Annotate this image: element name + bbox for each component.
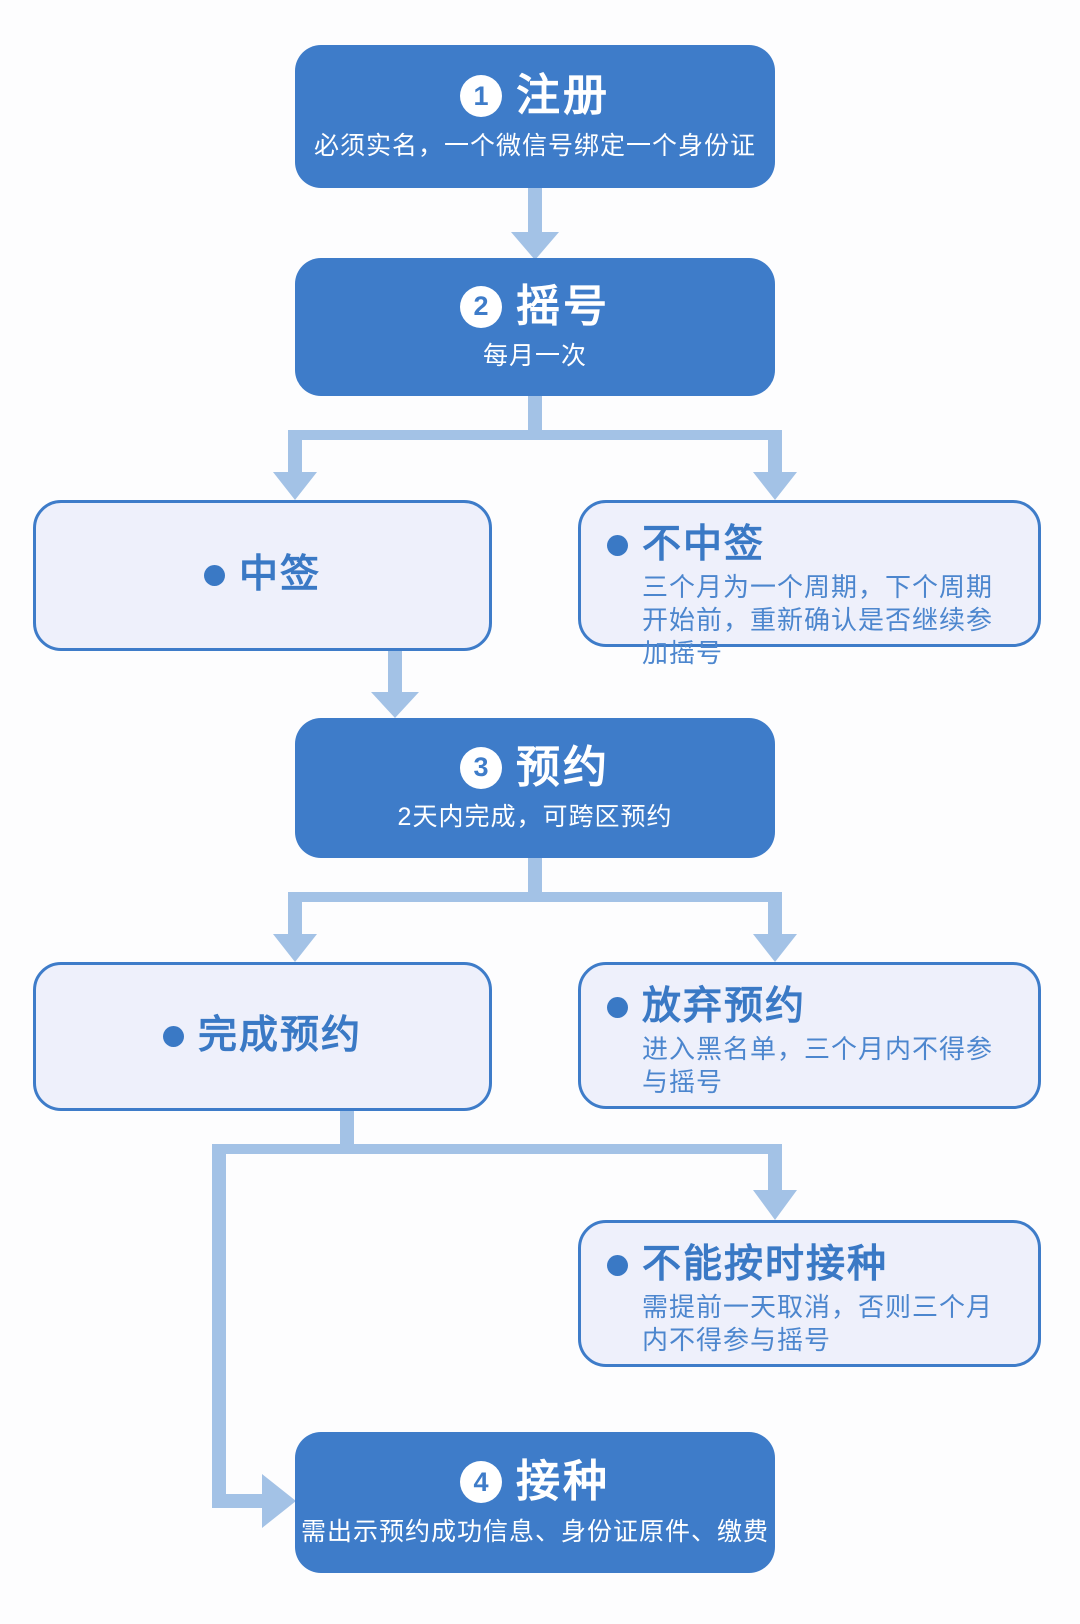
outcome-win-title-row: 中签 (203, 553, 321, 598)
outcome-lose-title: 不中签 (642, 523, 766, 566)
bullet-icon (607, 1254, 628, 1276)
step-3-appointment: 3 预约 2天内完成，可跨区预约 (295, 718, 775, 858)
step-4-number: 4 (473, 1466, 489, 1497)
step-2-number-badge: 2 (460, 285, 502, 328)
step-2-lottery: 2 摇号 每月一次 (295, 258, 775, 396)
step-2-subtitle: 每月一次 (482, 342, 587, 371)
outcome-miss: 不能按时接种 需提前一天取消，否则三个月内不得参与摇号 (578, 1220, 1041, 1367)
step-3-subtitle: 2天内完成，可跨区预约 (397, 803, 673, 832)
outcome-giveup-title-row: 放弃预约 (607, 985, 1016, 1030)
step-3-title-row: 3 预约 (460, 742, 610, 792)
step-4-subtitle: 需出示预约成功信息、身份证原件、缴费 (300, 1517, 769, 1546)
outcome-done: 完成预约 (33, 962, 492, 1111)
step-1-title-row: 1 注册 (460, 71, 610, 121)
step-3-number: 3 (473, 752, 489, 783)
step-1-number: 1 (473, 80, 489, 111)
outcome-win-title: 中签 (238, 553, 321, 597)
step-1-register: 1 注册 必须实名，一个微信号绑定一个身份证 (295, 45, 775, 188)
outcome-giveup-desc: 进入黑名单，三个月内不得参与摇号 (642, 1033, 994, 1097)
step-2-title-row: 2 摇号 (460, 281, 610, 331)
step-1-number-badge: 1 (460, 75, 502, 118)
connector-lottery-branch (273, 394, 797, 500)
connector-register-to-lottery (511, 184, 559, 260)
outcome-miss-desc: 需提前一天取消，否则三个月内不得参与摇号 (642, 1291, 994, 1355)
connector-appointment-branch (273, 856, 797, 962)
outcome-lose-title-row: 不中签 (607, 523, 1016, 568)
step-1-subtitle: 必须实名，一个微信号绑定一个身份证 (313, 131, 756, 160)
outcome-giveup-title: 放弃预约 (642, 985, 807, 1028)
outcome-win: 中签 (33, 500, 492, 651)
outcome-done-title: 完成预约 (197, 1014, 362, 1058)
step-4-title: 接种 (516, 1457, 610, 1507)
step-4-number-badge: 4 (460, 1461, 502, 1504)
connector-win-to-appointment (371, 649, 419, 718)
step-3-number-badge: 3 (460, 746, 502, 789)
outcome-done-title-row: 完成预约 (162, 1014, 362, 1059)
step-4-vaccination: 4 接种 需出示预约成功信息、身份证原件、缴费 (295, 1432, 775, 1573)
connector-done-branch (212, 1109, 797, 1528)
bullet-icon (607, 996, 628, 1018)
bullet-icon (162, 1026, 184, 1047)
step-2-title: 摇号 (516, 281, 610, 331)
outcome-miss-title-row: 不能按时接种 (607, 1243, 1016, 1288)
outcome-lose-desc: 三个月为一个周期，下个周期开始前，重新确认是否继续参加摇号 (642, 571, 994, 668)
step-2-number: 2 (473, 291, 489, 322)
step-4-title-row: 4 接种 (460, 1457, 610, 1507)
outcome-giveup: 放弃预约 进入黑名单，三个月内不得参与摇号 (578, 962, 1041, 1109)
bullet-icon (203, 565, 225, 586)
step-3-title: 预约 (516, 742, 610, 792)
outcome-miss-title: 不能按时接种 (642, 1243, 889, 1286)
bullet-icon (607, 534, 628, 556)
outcome-lose: 不中签 三个月为一个周期，下个周期开始前，重新确认是否继续参加摇号 (578, 500, 1041, 668)
step-1-title: 注册 (516, 71, 610, 121)
